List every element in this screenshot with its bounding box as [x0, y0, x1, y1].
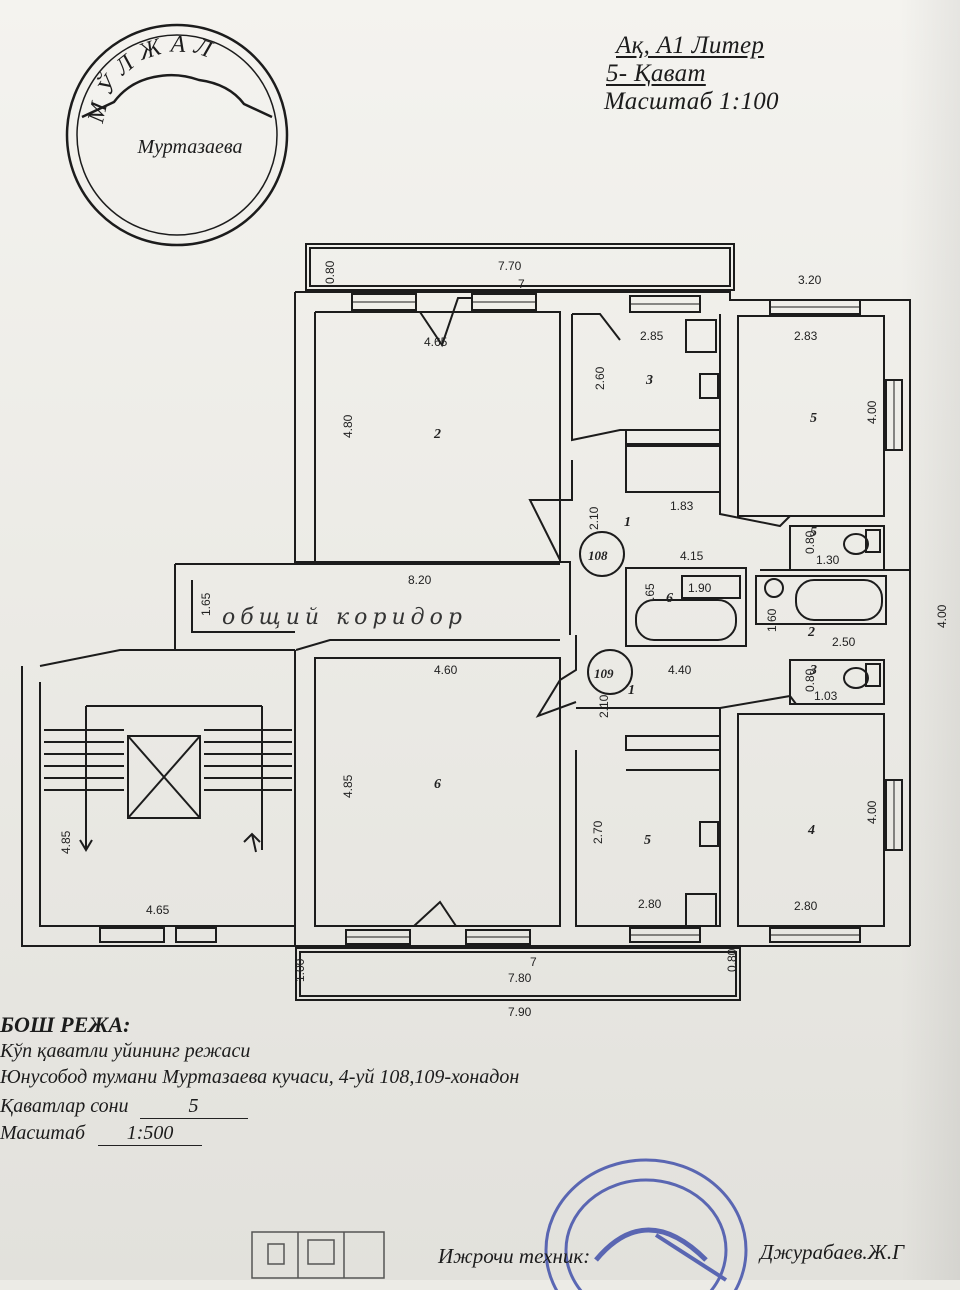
svg-text:МЎЛЖАЛ: МЎЛЖАЛ — [83, 31, 223, 126]
dim-room4-w: 2.80 — [794, 899, 818, 913]
dim-wc-bot-h: 0.80 — [803, 668, 817, 692]
dim-top-balcony-len: 7.70 — [498, 259, 522, 273]
dim-kitchen-bot-h: 2.70 — [591, 820, 605, 844]
dim-room6-w: 4.60 — [434, 663, 458, 677]
dim-kitchen-top-w: 2.85 — [640, 329, 664, 343]
dim-bottom-balcony-len: 7.80 — [508, 971, 532, 985]
room-3: 3 — [645, 373, 653, 388]
dim-bottom-balcony-depth-right: 0.80 — [725, 948, 739, 972]
dim-kitchen-bot-w: 2.80 — [638, 897, 662, 911]
apartment-109: 109 — [594, 666, 614, 681]
dim-bath-a-h: .65 — [643, 583, 657, 600]
dim-wc-top-w: 1.30 — [816, 553, 840, 567]
dim-corridor-h: 1.65 — [199, 592, 213, 616]
dim-bath-b-h: 1.60 — [765, 608, 779, 632]
dim-bath-b-w: 2.50 — [832, 635, 856, 649]
header-liter: Ақ, А1 Литер — [616, 32, 765, 59]
dim-right-top: 3.20 — [798, 273, 822, 287]
header-scale: Масштаб 1:100 — [604, 88, 779, 115]
top-balcony — [305, 243, 735, 291]
molzhal-seal-logo: МЎЛЖАЛ — [65, 23, 289, 247]
dim-bottom-balcony-depth-left: 1.00 — [293, 958, 307, 982]
corridor-label: общий коридор — [222, 605, 467, 630]
dim-top-balcony-depth: 0.80 — [323, 260, 337, 284]
dim-hall-top-w: 4.15 — [680, 549, 704, 563]
dim-room5-h: 4.00 — [865, 400, 879, 424]
room-6: 6 — [434, 777, 441, 792]
dim-bottom-7: 7 — [530, 955, 537, 969]
dim-room2-h: 4.80 — [341, 414, 355, 438]
apartment-108: 108 — [588, 548, 608, 563]
dim-kitchen-top-h: 2.60 — [593, 366, 607, 390]
legend-floors: Қаватлар сони 5 — [0, 1095, 248, 1119]
floors-value: 5 — [139, 1095, 248, 1119]
legend-title: БОШ РЕЖА: — [0, 1012, 131, 1037]
dim-right-total: 4.00 — [935, 604, 949, 628]
room-5-wc: 5 — [810, 525, 817, 540]
room-3-wc: 3 — [809, 663, 817, 678]
room-2-bath: 2 — [807, 625, 815, 640]
room-5-kitchen: 5 — [644, 833, 651, 848]
executor-name: Джурабаев.Ж.Г — [760, 1240, 905, 1264]
dim-hall-bot-w: 4.40 — [668, 663, 692, 677]
room-2: 2 — [433, 427, 441, 442]
header-floor: 5- Қават — [606, 60, 706, 87]
room-5: 5 — [810, 411, 817, 426]
seal-name: Муртазаева — [137, 136, 243, 158]
legend-scale: Масштаб 1:500 — [0, 1122, 203, 1146]
dim-room6-h: 4.85 — [341, 774, 355, 798]
dim-room4-h: 4.00 — [865, 800, 879, 824]
legend-address: Юнусобод тумани Муртазаева кучаси, 4-уй … — [0, 1066, 520, 1088]
scale-value: 1:500 — [98, 1122, 203, 1146]
dim-top-7: 7 — [518, 277, 525, 291]
official-stamp — [544, 1158, 748, 1290]
dim-corridor-w: 8.20 — [408, 573, 432, 587]
room-6-bath: 6 — [666, 591, 673, 606]
small-plan-thumbnail — [251, 1231, 385, 1279]
room-1-apt108: 1 — [624, 515, 631, 530]
room-4: 4 — [807, 823, 815, 838]
dim-hall-bot-h: 2.10 — [597, 694, 611, 718]
dim-closet-top-w: 1.83 — [670, 499, 694, 513]
dim-stair-h: 4.85 — [59, 830, 73, 854]
bottom-balcony — [295, 947, 741, 1001]
dim-bottom-total: 7.90 — [508, 1005, 532, 1019]
executor-label: Ижрочи техник: — [438, 1244, 591, 1268]
floor-plan: 0.80 7.70 7 3.20 4.65 4.80 2.85 2.60 2.8… — [21, 243, 949, 1019]
dim-bath-a-w: 1.90 — [688, 581, 712, 595]
room-1-apt109: 1 — [628, 683, 635, 698]
dim-wc-top-h: 0.80 — [803, 530, 817, 554]
dim-room5-w: 2.83 — [794, 329, 818, 343]
dim-stair-w: 4.65 — [146, 903, 170, 917]
legend-line1: Кўп қаватли уйининг режаси — [0, 1040, 251, 1062]
dim-room2-w: 4.65 — [424, 335, 448, 349]
dim-wc-bot-w: 1.03 — [814, 689, 838, 703]
dim-hall-top-h: 2.10 — [587, 506, 601, 530]
